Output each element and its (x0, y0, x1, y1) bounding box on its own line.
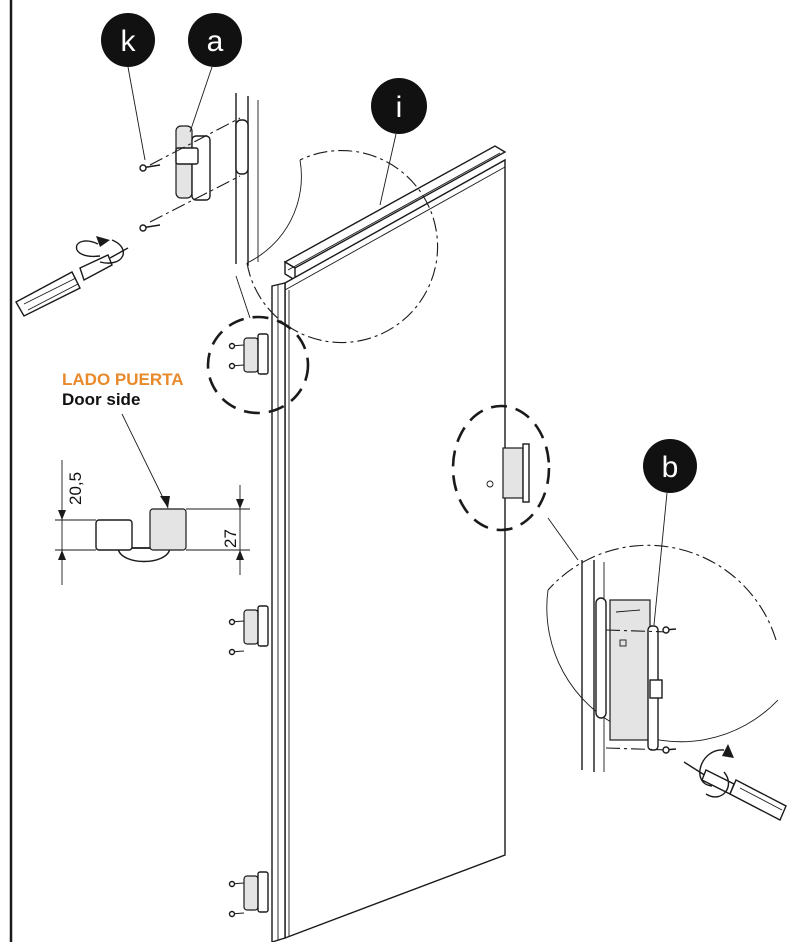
door-side-label-es: LADO PUERTA (62, 370, 184, 389)
leader-k (127, 66, 146, 161)
leader-i (379, 133, 397, 206)
badge-a: a (188, 13, 242, 67)
hinge-bottom (228, 871, 269, 918)
door-panel (271, 145, 507, 942)
leader-a (189, 66, 213, 133)
screwdriver-top (15, 236, 129, 317)
hinge-top (228, 333, 269, 375)
badge-i: i (371, 78, 427, 134)
lock-zoom-detail (546, 517, 779, 772)
hinge-middle (228, 605, 269, 656)
hinge-zoom-detail (139, 93, 439, 344)
svg-text:b: b (662, 451, 679, 484)
door-side-leader (121, 413, 169, 509)
svg-text:i: i (396, 91, 403, 124)
dimension-27: 27 (221, 529, 240, 548)
svg-text:a: a (207, 25, 224, 58)
lock-on-door (486, 443, 530, 503)
screwdriver-bottom (683, 744, 787, 821)
hinge-detail-marker (206, 315, 310, 415)
badge-b: b (643, 439, 697, 493)
lock-detail-marker (451, 404, 551, 532)
hinge-dimension-detail (55, 460, 250, 585)
svg-text:k: k (121, 25, 137, 58)
dimension-20-5: 20,5 (66, 472, 85, 505)
door-side-label-en: Door side (62, 390, 140, 409)
badge-k: k (101, 13, 155, 67)
leader-b (653, 492, 668, 626)
